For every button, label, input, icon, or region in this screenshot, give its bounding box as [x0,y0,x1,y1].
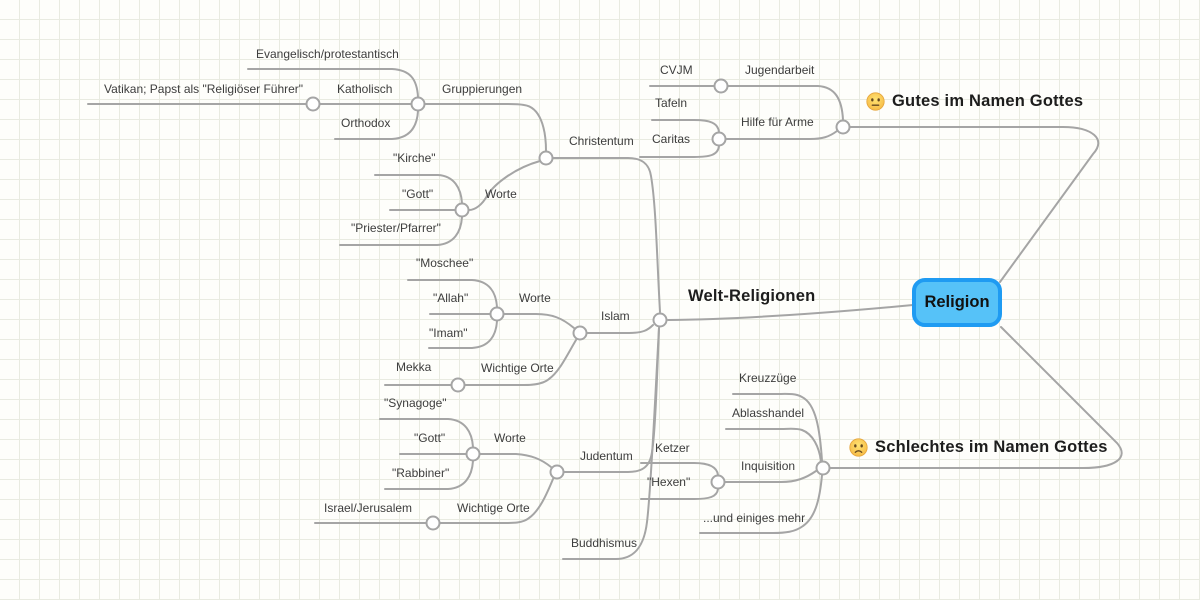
node-caritas[interactable]: Caritas [652,132,691,146]
node-evangelisch-protestantisch[interactable]: Evangelisch/protestantisch [256,47,399,61]
node-wichtige-orte-judentum[interactable]: Wichtige Orte [457,501,530,515]
node-katholisch[interactable]: Katholisch [337,82,393,96]
schlechtes-label: Schlechtes im Namen Gottes [875,438,1108,456]
node-buddhismus[interactable]: Buddhismus [571,536,638,550]
node-judentum[interactable]: Judentum [580,449,633,463]
node-allah[interactable]: "Allah" [433,291,469,305]
node-ablasshandel[interactable]: Ablasshandel [732,406,805,420]
node-jugendarbeit[interactable]: Jugendarbeit [745,63,815,77]
node-priester-pfarrer[interactable]: "Priester/Pfarrer" [351,221,441,235]
node-wichtige-orte-islam[interactable]: Wichtige Orte [481,361,554,375]
node-moschee[interactable]: "Moschee" [416,256,474,270]
node-islam[interactable]: Islam [601,309,630,323]
node-gott-christentum[interactable]: "Gott" [402,187,434,201]
node-hexen[interactable]: "Hexen" [647,475,691,489]
neutral-face-emoji [866,92,885,111]
node-gott-judentum[interactable]: "Gott" [414,431,446,445]
root-node-label: Religion [924,293,990,311]
node-kreuzzuege[interactable]: Kreuzzüge [739,371,797,385]
root-node-religion[interactable]: Religion [912,278,1002,327]
node-hilfe-fuer-arme[interactable]: Hilfe für Arme [741,115,814,129]
node-worte-judentum[interactable]: Worte [494,431,526,445]
frowning-face-emoji [849,438,868,457]
node-synagoge[interactable]: "Synagoge" [384,396,447,410]
node-tafeln[interactable]: Tafeln [655,96,688,110]
node-israel-jerusalem[interactable]: Israel/Jerusalem [324,501,413,515]
node-orthodox[interactable]: Orthodox [341,116,391,130]
node-cvjm[interactable]: CVJM [660,63,693,77]
node-worte-christentum[interactable]: Worte [485,187,517,201]
node-schlechtes-im-namen-gottes[interactable]: Schlechtes im Namen Gottes [849,438,1108,457]
gutes-label: Gutes im Namen Gottes [892,92,1084,110]
node-worte-islam[interactable]: Worte [519,291,551,305]
node-vatikan[interactable]: Vatikan; Papst als "Religiöser Führer" [104,82,304,96]
node-rabbiner[interactable]: "Rabbiner" [392,466,450,480]
node-mekka[interactable]: Mekka [396,360,432,374]
node-und-einiges-mehr[interactable]: ...und einiges mehr [703,511,806,525]
node-imam[interactable]: "Imam" [429,326,468,340]
node-inquisition[interactable]: Inquisition [741,459,796,473]
node-kirche[interactable]: "Kirche" [393,151,436,165]
node-gutes-im-namen-gottes[interactable]: Gutes im Namen Gottes [866,92,1083,111]
node-welt-religionen[interactable]: Welt-Religionen [688,287,816,305]
node-ketzer[interactable]: Ketzer [655,441,690,455]
node-christentum[interactable]: Christentum [569,134,634,148]
node-gruppierungen[interactable]: Gruppierungen [442,82,523,96]
